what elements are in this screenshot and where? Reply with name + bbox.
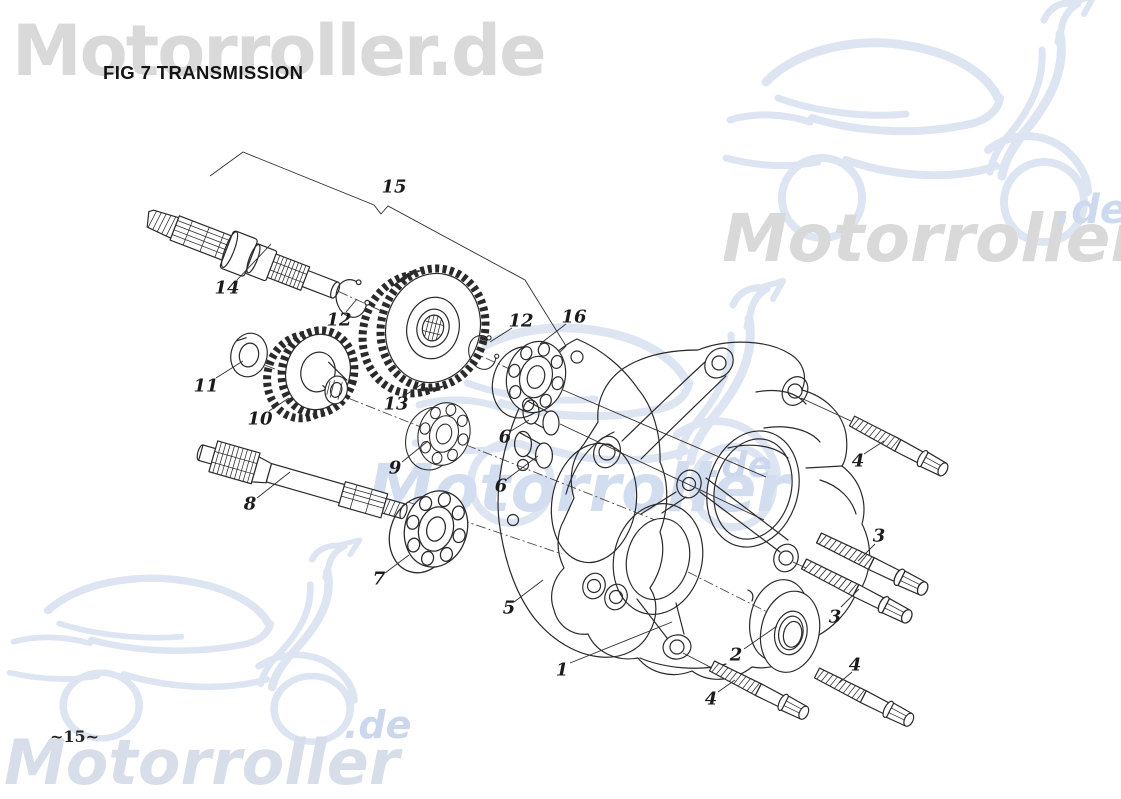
part-5-gasket (497, 338, 734, 658)
part-9-ball-bearing (397, 393, 478, 480)
callout-4c: 4 (848, 654, 862, 676)
callout-6: 6 (498, 426, 512, 448)
callout-4b: 4 (704, 688, 718, 710)
scooter-watermark-bottom-left (10, 540, 360, 742)
callout-10: 10 (247, 408, 273, 430)
callout-3: 3 (872, 525, 886, 547)
axis-centerlines (231, 283, 776, 617)
part-7-ball-bearing (379, 479, 478, 585)
callout-12: 12 (326, 309, 352, 331)
callout-16: 16 (561, 306, 587, 328)
leader-lines (215, 243, 885, 693)
callout-7: 7 (372, 568, 386, 590)
callout-6b: 6 (494, 475, 508, 497)
part-12-circlip (464, 331, 502, 373)
callout-14: 14 (214, 277, 240, 299)
callout-13: 13 (383, 393, 409, 415)
scooter-watermark-top-right (726, 0, 1094, 242)
figure-title: FIG 7 TRANSMISSION (103, 62, 304, 83)
part-4-flange-bolt (707, 657, 813, 724)
part-8-output-shaft (196, 440, 408, 520)
callout-9: 9 (388, 457, 402, 479)
watermark-brand-top-right: Motorroller (722, 200, 1121, 277)
callout-2: 2 (729, 644, 743, 666)
part-2-cover-disc (749, 579, 821, 673)
callout-12b: 12 (508, 310, 534, 332)
callout-1: 1 (555, 659, 569, 681)
callout-8: 8 (243, 493, 257, 515)
watermark-suffix-top-right: .de (1056, 187, 1121, 233)
watermark-suffix-bottom: .de (344, 703, 412, 747)
page-number: ~15~ (50, 727, 100, 746)
callout-5: 5 (502, 597, 516, 619)
part-13-driven-gear (358, 264, 490, 398)
callout-15: 15 (381, 176, 407, 198)
watermark-brand-middle: Motorroller (368, 450, 789, 527)
part-11-washer (230, 332, 268, 378)
part-14-input-shaft (146, 209, 341, 299)
callout-3b: 3 (828, 606, 842, 628)
part-6-bushing (522, 399, 560, 436)
part-3-flange-bolt (799, 555, 916, 628)
callout-4: 4 (851, 450, 865, 472)
part-6-bushing (513, 430, 554, 469)
part-16-ball-bearing (483, 330, 575, 429)
scooter-watermark-middle (415, 281, 783, 527)
watermark-suffix-middle: .de (708, 445, 772, 486)
callout-11: 11 (193, 375, 219, 397)
part-4-flange-bolt (812, 664, 918, 731)
part-10-counter-gear (263, 326, 359, 423)
part-1-transmission-cover (551, 341, 871, 680)
